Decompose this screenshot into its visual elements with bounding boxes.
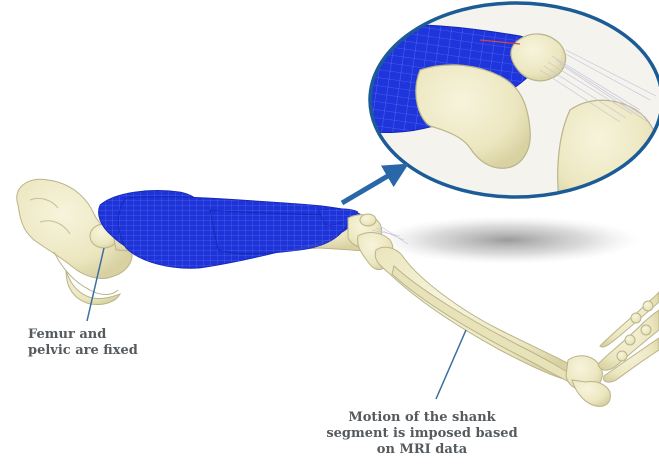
thigh-muscles (99, 191, 361, 269)
motion-annotation: Motion of the shank segment is imposed b… (302, 410, 542, 458)
shank-bones (375, 247, 583, 384)
fixed-annotation: Femur and pelvic are fixed (28, 327, 178, 359)
motion-annotation-line-2: segment is imposed based (302, 426, 542, 442)
foot-bones (566, 292, 659, 406)
lens-shadow (376, 216, 640, 264)
motion-annotation-line-3: on MRI data (302, 442, 542, 458)
zoom-inset (360, 3, 659, 210)
zoom-arrow-icon (342, 170, 398, 203)
motion-pointer-line (436, 330, 466, 399)
motion-annotation-line-1: Motion of the shank (302, 410, 542, 426)
fixed-annotation-line-1: Femur and (28, 327, 178, 343)
fixed-annotation-line-2: pelvic are fixed (28, 343, 178, 359)
